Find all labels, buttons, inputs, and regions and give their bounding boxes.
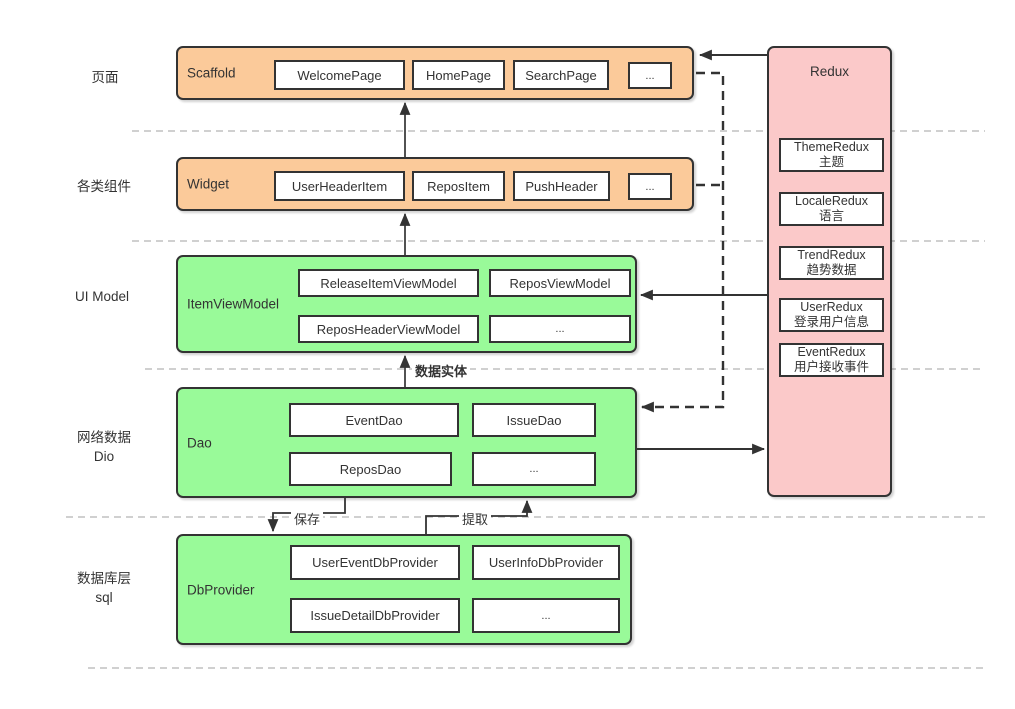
- item-view-model-item: ReleaseItemViewModel: [298, 269, 479, 297]
- redux-item: ThemeRedux 主题: [779, 138, 884, 172]
- db-provider-item: UserEventDbProvider: [290, 545, 460, 580]
- dao-item: IssueDao: [472, 403, 596, 437]
- item-view-model-layer-title: ItemViewModel: [187, 296, 280, 312]
- redux-item-desc: 用户接收事件: [793, 360, 869, 374]
- row-label-network-line2: Dio: [93, 449, 115, 464]
- item-view-model-item: ReposViewModel: [489, 269, 631, 297]
- widget-item: ReposItem: [412, 171, 505, 201]
- redux-item: EventRedux 用户接收事件: [779, 343, 884, 377]
- row-label-components: 各类组件: [77, 179, 131, 194]
- db-provider-item: IssueDetailDbProvider: [290, 598, 460, 633]
- redux-panel-box: Redux ThemeRedux 主题 LocaleRedux 语言 Trend…: [767, 46, 892, 497]
- item-view-model-item-more: ...: [489, 315, 631, 343]
- save-label: 保存: [291, 509, 324, 528]
- redux-item-desc: 主题: [818, 155, 844, 169]
- redux-item: TrendRedux 趋势数据: [779, 246, 884, 280]
- redux-panel-title: Redux: [809, 64, 850, 79]
- scaffold-layer-box: Scaffold WelcomePage HomePage SearchPage…: [176, 46, 694, 100]
- dao-item: EventDao: [289, 403, 459, 437]
- dao-layer-title: Dao: [187, 435, 212, 450]
- data-entity-label: 数据实体: [412, 361, 471, 380]
- row-label-ui-model: UI Model: [74, 289, 130, 304]
- scaffold-item: HomePage: [412, 60, 505, 90]
- redux-item-desc: 语言: [818, 209, 844, 223]
- row-label-network-line1: 网络数据: [77, 430, 131, 445]
- scaffold-item: SearchPage: [513, 60, 609, 90]
- db-provider-layer-box: DbProvider UserEventDbProvider UserInfoD…: [176, 534, 632, 645]
- redux-item-name: UserRedux: [800, 300, 863, 314]
- redux-item: UserRedux 登录用户信息: [779, 298, 884, 332]
- redux-item-name: LocaleRedux: [795, 194, 868, 208]
- dao-layer-box: Dao EventDao IssueDao ReposDao ...: [176, 387, 637, 498]
- db-provider-item: UserInfoDbProvider: [472, 545, 620, 580]
- widget-layer-title: Widget: [187, 176, 230, 192]
- widget-item-more: ...: [628, 173, 672, 200]
- redux-item-name: EventRedux: [797, 345, 866, 359]
- row-label-network: 网络数据 Dio: [52, 428, 156, 466]
- scaffold-layer-title: Scaffold: [187, 65, 236, 81]
- redux-item-desc: 登录用户信息: [793, 315, 869, 329]
- extract-label: 提取: [459, 509, 492, 528]
- row-label-pages: 页面: [91, 70, 119, 85]
- row-label-database-line1: 数据库层: [77, 571, 131, 586]
- widget-item: PushHeader: [513, 171, 610, 201]
- scaffold-item-more: ...: [628, 62, 672, 89]
- widget-layer-box: Widget UserHeaderItem ReposItem PushHead…: [176, 157, 694, 211]
- widget-item: UserHeaderItem: [274, 171, 405, 201]
- item-view-model-item: ReposHeaderViewModel: [298, 315, 479, 343]
- redux-item: LocaleRedux 语言: [779, 192, 884, 226]
- db-provider-item-more: ...: [472, 598, 620, 633]
- redux-item-name: TrendRedux: [797, 248, 866, 262]
- row-label-database-line2: sql: [95, 590, 113, 605]
- scaffold-to-dao-dashed-arrow: [640, 71, 725, 413]
- scaffold-item: WelcomePage: [274, 60, 405, 90]
- dao-item-more: ...: [472, 452, 596, 486]
- db-provider-layer-title: DbProvider: [187, 582, 255, 597]
- redux-item-name: ThemeRedux: [793, 140, 870, 154]
- row-label-database: 数据库层 sql: [52, 569, 156, 607]
- dao-item: ReposDao: [289, 452, 452, 486]
- redux-item-desc: 趋势数据: [806, 263, 857, 277]
- item-view-model-layer-box: ItemViewModel ReleaseItemViewModel Repos…: [176, 255, 637, 353]
